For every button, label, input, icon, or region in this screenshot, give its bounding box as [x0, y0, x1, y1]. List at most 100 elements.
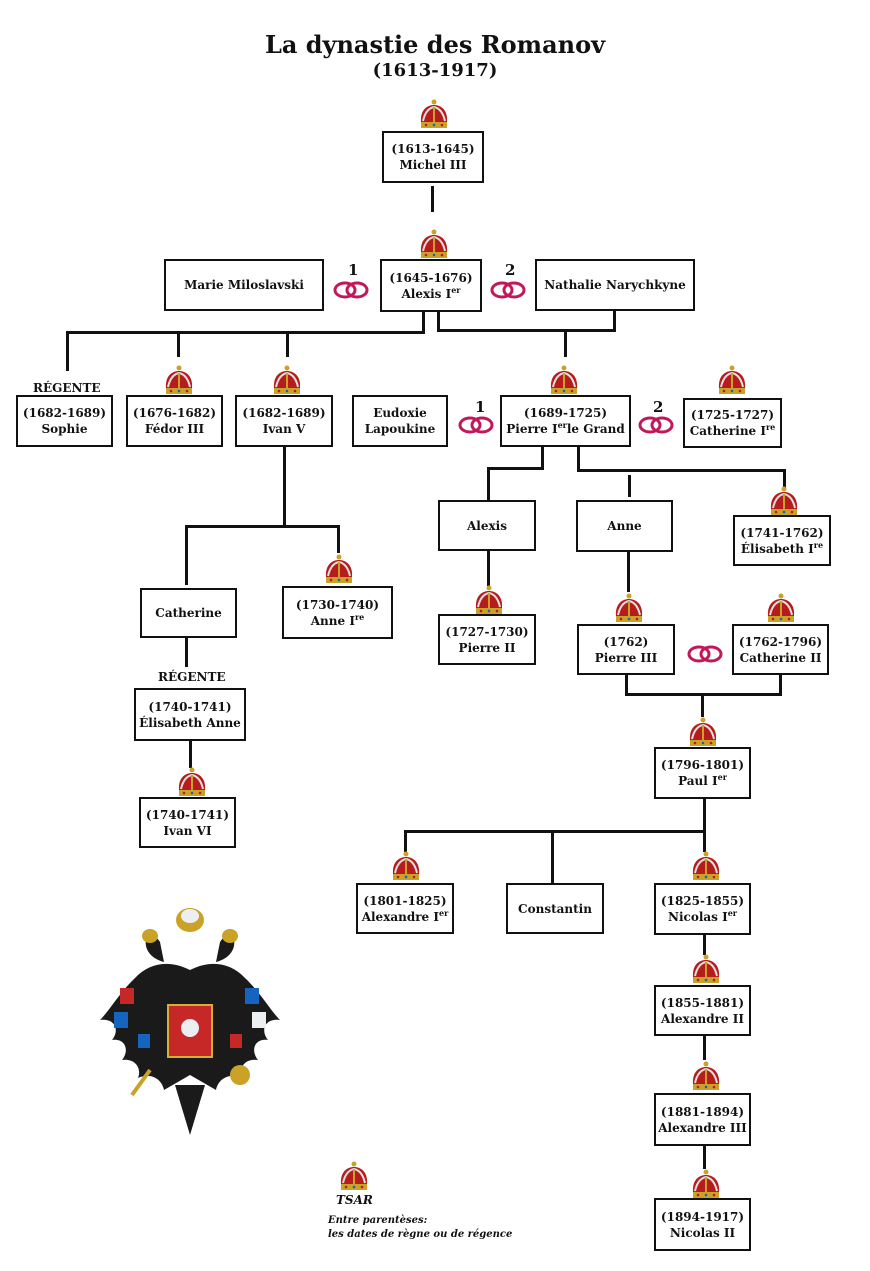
person-nicolas-ii: (1894-1917) Nicolas II — [654, 1198, 751, 1251]
person-name: Constantin — [518, 901, 592, 916]
person-nicolas-i: (1825-1855) Nicolas Ier — [654, 883, 751, 935]
crown-icon — [689, 1060, 723, 1092]
connector — [577, 469, 786, 472]
crown-icon — [389, 850, 423, 882]
crown-icon — [270, 364, 304, 396]
reign-dates: (1825-1855) — [660, 894, 745, 908]
page-subtitle: (1613-1917) — [372, 60, 498, 81]
person-name: Alexis I — [401, 286, 452, 301]
connector — [404, 830, 407, 852]
ordinal-suffix: re — [354, 611, 365, 622]
connector — [437, 329, 615, 332]
marriage-number: 1 — [475, 398, 486, 416]
connector — [703, 830, 706, 852]
reign-dates: (1725-1727) — [690, 408, 775, 422]
person-michel-iii: (1613-1645) Michel III — [382, 131, 484, 183]
person-name: Élisabeth Anne — [139, 715, 241, 730]
person-alexandre-ii: (1855-1881) Alexandre II — [654, 985, 751, 1036]
reign-dates: (1762-1796) — [738, 634, 823, 649]
legend-text-line2: les dates de règne ou de régence — [328, 1229, 513, 1240]
reign-dates: (1762) — [603, 634, 649, 649]
person-pierre-ii: (1727-1730) Pierre II — [438, 614, 536, 665]
person-name: Fédor III — [144, 422, 205, 436]
person-paul-i: (1796-1801) Paul Ier — [654, 747, 751, 799]
person-elisabeth-anne: (1740-1741) Élisabeth Anne — [134, 688, 246, 741]
crown-icon — [322, 553, 356, 585]
connector — [541, 447, 544, 469]
crown-icon — [175, 766, 209, 798]
crown-icon — [547, 364, 581, 396]
connector — [66, 331, 425, 334]
marriage-number: 2 — [653, 398, 664, 416]
connector — [577, 447, 580, 471]
person-eudoxie-lapoukine: Eudoxie Lapoukine — [352, 395, 448, 447]
wedding-rings-icon — [456, 414, 496, 436]
ordinal-suffix: re — [813, 539, 824, 550]
connector — [487, 467, 544, 470]
reign-dates: (1894-1917) — [660, 1209, 745, 1224]
connector — [431, 186, 434, 212]
wedding-rings-icon — [685, 643, 725, 665]
person-anne-i: (1730-1740) Anne Ire — [282, 586, 393, 639]
reign-dates: (1796-1801) — [660, 758, 745, 772]
person-name: Paul I — [678, 774, 718, 788]
ordinal-suffix: er — [451, 284, 461, 295]
person-alexis: Alexis — [438, 500, 536, 551]
marriage-number: 2 — [505, 261, 516, 279]
person-alexandre-i: (1801-1825) Alexandre Ier — [356, 883, 454, 934]
person-catherine-i: (1725-1727) Catherine Ire — [683, 398, 782, 448]
connector — [613, 310, 616, 332]
wedding-rings-icon — [636, 414, 676, 436]
ordinal-suffix: re — [765, 422, 776, 432]
connector — [703, 1036, 706, 1060]
crown-icon — [689, 1168, 723, 1200]
person-constantin: Constantin — [506, 883, 604, 934]
reign-dates: (1689-1725) — [523, 406, 608, 420]
person-catherine: Catherine — [140, 588, 237, 638]
connector — [337, 525, 340, 553]
person-alexis-i: (1645-1676) Alexis Ier — [380, 259, 482, 312]
reign-dates: (1881-1894) — [660, 1104, 745, 1119]
person-name: Élisabeth I — [740, 541, 814, 556]
connector — [627, 552, 630, 592]
connector — [283, 447, 286, 527]
person-pierre-iii: (1762) Pierre III — [577, 624, 675, 675]
person-name: Alexis — [467, 518, 507, 533]
reign-dates: (1801-1825) — [363, 893, 447, 908]
legend-tsar-label: TSAR — [336, 1193, 373, 1207]
reign-dates: (1741-1762) — [740, 525, 824, 540]
person-name: Nicolas I — [667, 910, 728, 924]
reign-dates: (1682-1689) — [22, 406, 107, 420]
reign-dates: (1730-1740) — [295, 597, 380, 612]
reign-dates: (1727-1730) — [445, 624, 529, 639]
connector — [628, 475, 631, 497]
person-name: Anne I — [310, 613, 355, 628]
connector — [703, 935, 706, 955]
ordinal-suffix: er — [727, 908, 738, 918]
person-name: Ivan VI — [163, 823, 212, 838]
person-ivan-vi: (1740-1741) Ivan VI — [139, 797, 236, 848]
double-headed-eagle-emblem — [100, 908, 280, 1135]
person-name: Michel III — [399, 158, 467, 172]
connector — [66, 331, 69, 371]
regente-label: RÉGENTE — [158, 670, 226, 684]
connector — [487, 467, 490, 501]
connector — [551, 830, 554, 884]
person-name: Alexandre I — [361, 909, 439, 924]
person-alexandre-iii: (1881-1894) Alexandre III — [654, 1093, 751, 1146]
person-name-line2: Lapoukine — [364, 422, 436, 436]
person-nathalie-narychkyne: Nathalie Narychkyne — [535, 259, 695, 311]
ordinal-suffix: er — [717, 772, 727, 782]
person-name: Pierre III — [594, 650, 658, 665]
wedding-rings-icon — [331, 279, 371, 301]
connector — [422, 312, 425, 334]
ordinal-suffix: er — [557, 420, 567, 430]
connector — [783, 469, 786, 489]
reign-dates: (1676-1682) — [132, 406, 217, 420]
person-ivan-v: (1682-1689) Ivan V — [235, 395, 333, 447]
person-name: Sophie — [41, 422, 88, 436]
connector — [625, 674, 628, 696]
reign-dates: (1613-1645) — [391, 142, 475, 156]
connector — [779, 674, 782, 696]
person-pierre-i: (1689-1725) Pierre Ierle Grand — [500, 395, 631, 447]
